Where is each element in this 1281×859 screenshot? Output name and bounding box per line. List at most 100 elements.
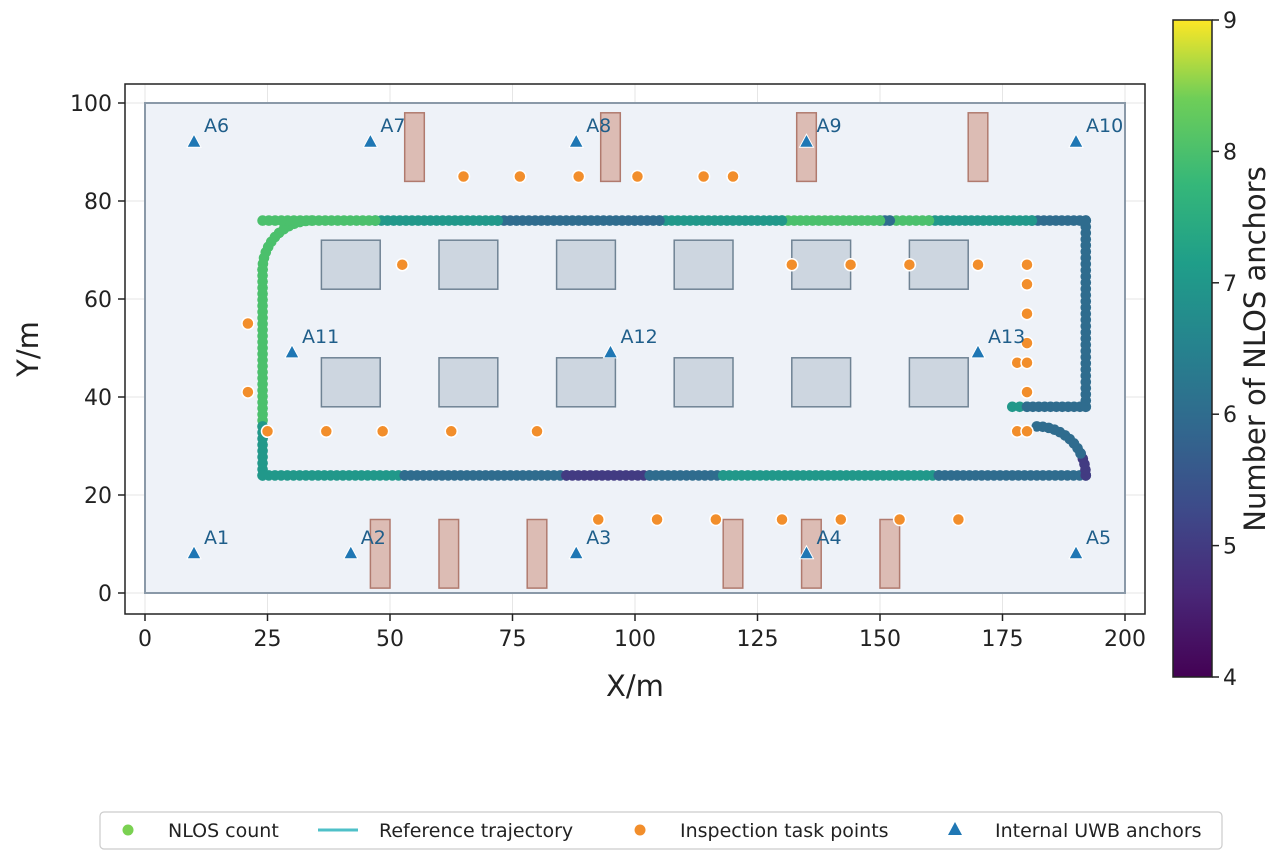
inspection-point bbox=[444, 424, 458, 439]
anchor-label: A6 bbox=[204, 115, 229, 137]
trajectory-point bbox=[1007, 401, 1018, 413]
legend-marker bbox=[634, 824, 646, 836]
anchor-label: A11 bbox=[302, 326, 339, 348]
pillar bbox=[599, 112, 622, 183]
legend-label: Inspection task points bbox=[680, 820, 889, 842]
colorbar-tick-label: 5 bbox=[1223, 535, 1237, 560]
warehouse-boundary bbox=[144, 102, 1126, 594]
anchor-label: A5 bbox=[1086, 527, 1111, 549]
y-tick-label: 100 bbox=[70, 92, 112, 117]
pillars bbox=[369, 112, 989, 589]
rack bbox=[908, 239, 969, 290]
inspection-point bbox=[785, 257, 799, 272]
anchor-label: A4 bbox=[817, 527, 842, 549]
inspection-point bbox=[456, 169, 471, 184]
inspection-point bbox=[241, 316, 255, 331]
inspection-point bbox=[1020, 257, 1034, 272]
anchor-marker bbox=[342, 544, 359, 560]
inspection-point bbox=[709, 512, 723, 527]
pillar bbox=[800, 518, 822, 589]
anchor-marker bbox=[798, 544, 815, 560]
inspection-point bbox=[892, 512, 907, 527]
y-tick-label: 40 bbox=[84, 386, 112, 411]
anchor-label: A10 bbox=[1086, 115, 1123, 137]
anchor-label: A7 bbox=[380, 115, 405, 137]
pillar bbox=[879, 518, 901, 589]
inspection-point bbox=[395, 257, 409, 272]
legend-label: Internal UWB anchors bbox=[995, 820, 1202, 842]
inspection-point bbox=[834, 512, 848, 527]
x-tick-label: 125 bbox=[737, 627, 779, 652]
x-tick-label: 175 bbox=[982, 627, 1024, 652]
rack bbox=[320, 239, 381, 290]
anchor-label: A1 bbox=[204, 527, 229, 549]
rack bbox=[320, 357, 381, 408]
rack bbox=[555, 357, 617, 408]
anchor-marker bbox=[1068, 544, 1084, 560]
anchor-marker bbox=[362, 133, 379, 148]
y-tick-label: 60 bbox=[84, 288, 112, 313]
pillar bbox=[438, 518, 460, 589]
pillar bbox=[722, 518, 744, 589]
inspection-point bbox=[1020, 385, 1034, 399]
inspection-point bbox=[726, 169, 740, 184]
trajectory-points bbox=[257, 215, 1092, 481]
legend-box bbox=[99, 811, 1223, 850]
pillar bbox=[526, 518, 548, 589]
inspection-point bbox=[843, 257, 858, 272]
x-tick-label: 200 bbox=[1104, 627, 1146, 652]
rack bbox=[791, 239, 852, 290]
anchor-marker bbox=[798, 133, 815, 148]
legend-marker bbox=[948, 822, 962, 835]
anchor-marker bbox=[284, 343, 300, 359]
anchor-marker bbox=[602, 343, 619, 359]
inspection-point bbox=[260, 424, 275, 439]
anchor-label: A13 bbox=[988, 326, 1025, 348]
inspection-point bbox=[319, 424, 334, 439]
legend-marker bbox=[122, 824, 134, 836]
colorbar-tick-label: 9 bbox=[1223, 9, 1237, 34]
inspection-point bbox=[1020, 336, 1034, 350]
pillar bbox=[967, 112, 989, 183]
colorbar-tick-label: 6 bbox=[1223, 403, 1237, 428]
inspection-point bbox=[902, 257, 917, 272]
anchor-marker bbox=[1068, 133, 1084, 148]
inspection-point bbox=[971, 257, 985, 272]
colorbar bbox=[1172, 19, 1213, 678]
inspection-point bbox=[241, 385, 255, 399]
trajectory-point bbox=[257, 215, 268, 226]
rack bbox=[438, 357, 499, 408]
trajectory-point bbox=[1031, 421, 1043, 432]
colorbar-label: Number of NLOS anchors bbox=[1238, 166, 1272, 531]
anchor-label: A12 bbox=[621, 326, 658, 348]
inspection-point bbox=[591, 512, 605, 527]
x-axis-label: X/m bbox=[606, 669, 664, 703]
pillar bbox=[403, 112, 426, 183]
inspection-point bbox=[1020, 424, 1034, 439]
inspection-point bbox=[1020, 355, 1034, 370]
inspection-point bbox=[1020, 306, 1034, 321]
anchor-label: A3 bbox=[586, 527, 611, 549]
anchor-marker bbox=[186, 133, 202, 148]
inspection-point bbox=[571, 169, 586, 184]
anchor-marker bbox=[970, 343, 986, 359]
anchor-label: A2 bbox=[361, 527, 386, 549]
inspection-point bbox=[775, 512, 789, 527]
x-tick-label: 75 bbox=[499, 627, 527, 652]
rack bbox=[438, 239, 499, 290]
anchor-label: A8 bbox=[586, 115, 611, 137]
colorbar-tick-label: 7 bbox=[1223, 272, 1237, 297]
pillar bbox=[369, 518, 391, 589]
inspection-point bbox=[530, 424, 544, 439]
rack bbox=[555, 239, 617, 290]
inspection-point bbox=[630, 169, 645, 184]
racks bbox=[320, 239, 969, 408]
inspection-point bbox=[1020, 277, 1034, 292]
rack bbox=[673, 357, 734, 408]
